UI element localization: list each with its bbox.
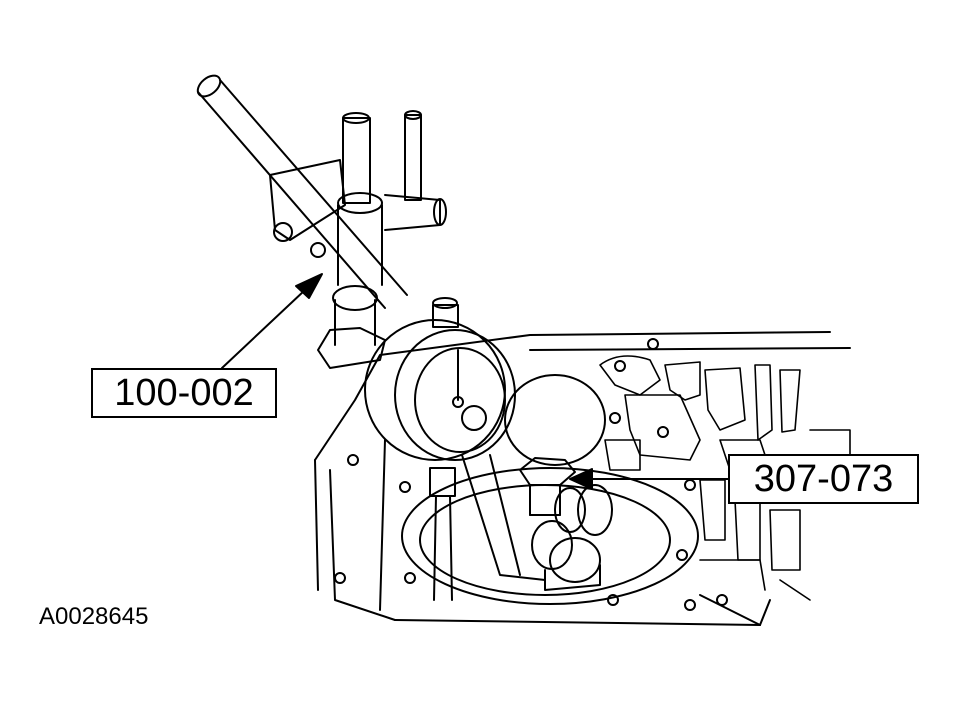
callout-label-307-073: 307-073 [728, 454, 919, 504]
figure-id: A0028645 [39, 603, 149, 630]
leader-line-307-073 [569, 468, 729, 490]
callout-label-100-002: 100-002 [91, 368, 277, 418]
adapter-tool-307-073 [519, 457, 613, 591]
indicator-holder-stand [196, 74, 447, 369]
leader-line-100-002 [221, 273, 323, 369]
dial-indicator [364, 297, 546, 601]
